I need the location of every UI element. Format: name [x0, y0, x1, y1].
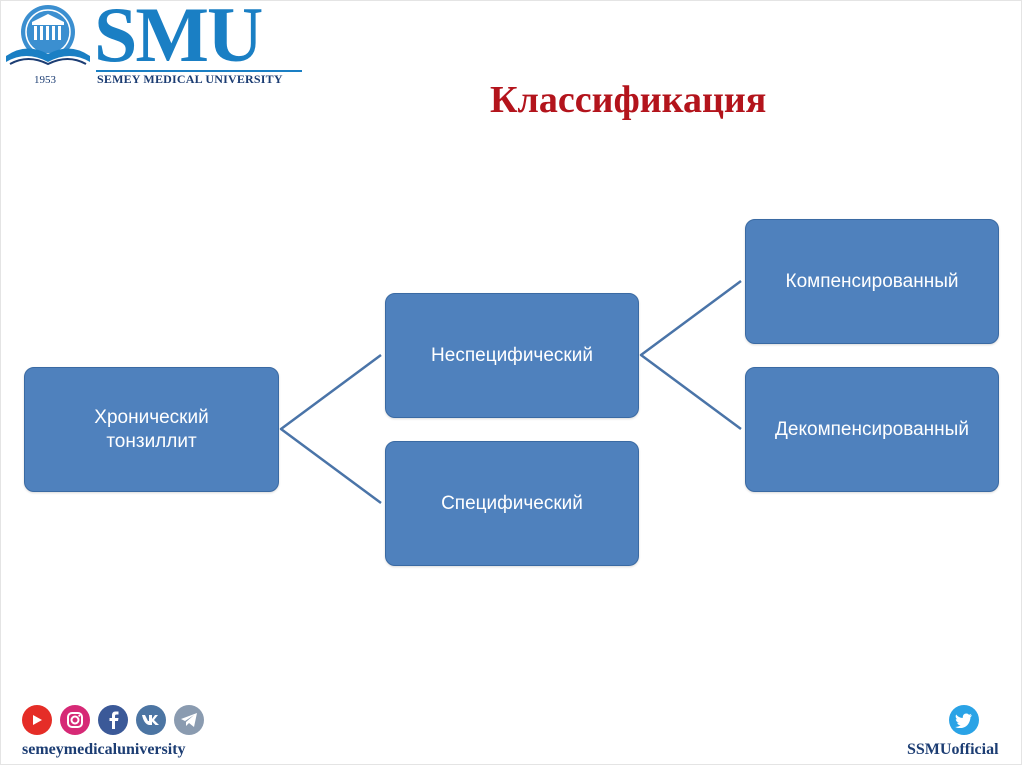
social-links: semeymedicaluniversity: [22, 705, 212, 765]
social-icons: [22, 705, 204, 739]
logo-university-name: SEMEY MEDICAL UNIVERSITY: [97, 72, 283, 86]
node-specific: Специфический: [385, 441, 639, 566]
node-nonspecific: Неспецифический: [385, 293, 639, 418]
youtube-icon[interactable]: [22, 705, 52, 735]
node-compensated: Компенсированный: [745, 219, 999, 344]
node-label: Специфический: [441, 492, 583, 514]
university-emblem-icon: [6, 5, 90, 66]
connector-root-to-branches: [279, 353, 382, 505]
facebook-icon[interactable]: [98, 705, 128, 735]
slide-title: Классификация: [490, 79, 767, 121]
twitter-link[interactable]: SSMUofficial: [905, 705, 1015, 765]
node-label: Неспецифический: [431, 344, 593, 366]
logo-divider: [96, 70, 302, 72]
twitter-handle[interactable]: SSMUofficial: [907, 741, 999, 758]
node-label: Компенсированный: [785, 270, 959, 292]
node-chronic-tonsillitis: Хронический тонзиллит: [24, 367, 279, 492]
logo-year: 1953: [34, 74, 56, 86]
vk-icon[interactable]: [136, 705, 166, 735]
node-label: Декомпенсированный: [775, 418, 969, 440]
node-decompensated: Декомпенсированный: [745, 367, 999, 492]
telegram-icon[interactable]: [174, 705, 204, 735]
node-label: Хронический тонзиллит: [94, 406, 209, 452]
connector-nonspec-to-subtypes: [639, 279, 742, 431]
twitter-icon[interactable]: [949, 705, 979, 735]
instagram-icon[interactable]: [60, 705, 90, 735]
university-logo: SMU 1953 SEMEY MEDICAL UNIVERSITY: [2, 0, 302, 88]
social-handle[interactable]: semeymedicaluniversity: [22, 741, 186, 758]
logo-wordmark: SMU: [94, 0, 263, 78]
